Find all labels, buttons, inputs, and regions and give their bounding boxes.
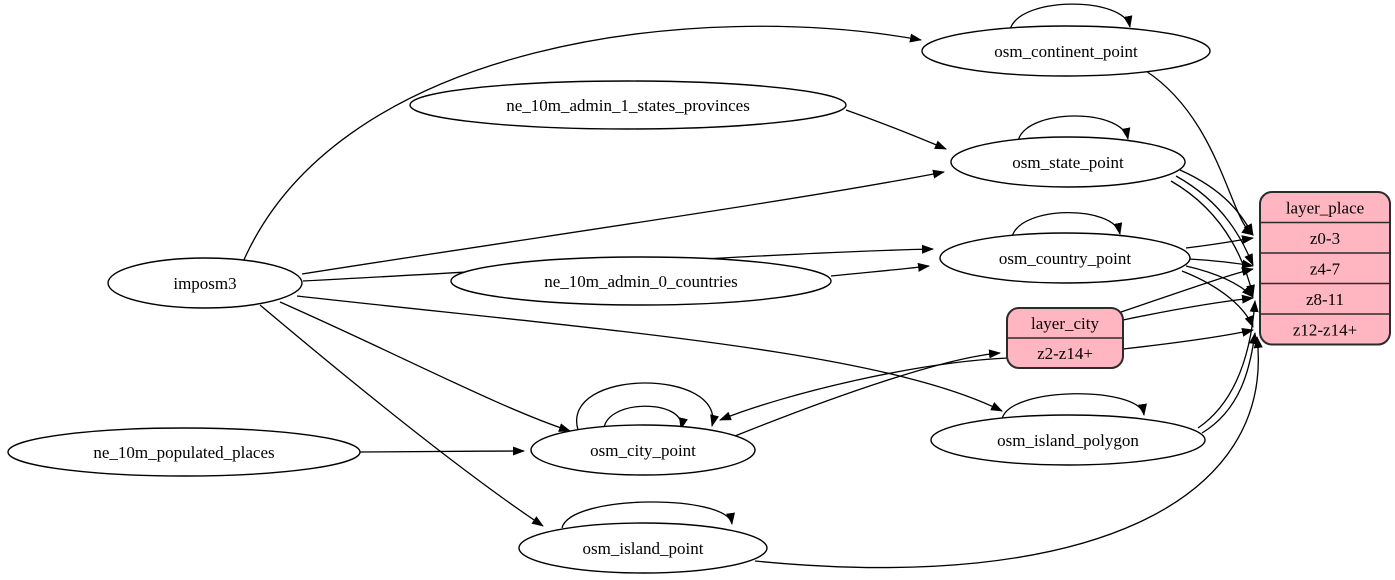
node-label-ne_10m_admin_1_states_provinces: ne_10m_admin_1_states_provinces <box>506 96 750 115</box>
edge-ne_10m_populated_places-to-osm_city_point <box>359 446 525 456</box>
edge-layer <box>242 3 1263 569</box>
record-row-layer_place-z0_3: z0-3 <box>1310 229 1340 248</box>
edge-osm_island_polygon-to-layer_place-z12_14 <box>1201 332 1258 434</box>
node-ne_10m_populated_places: ne_10m_populated_places <box>7 427 361 477</box>
edge-layer_city-to-layer_place-z8_11 <box>1122 294 1254 321</box>
node-label-osm_country_point: osm_country_point <box>999 249 1131 268</box>
record-layer_city: layer_city z2-z14+ <box>1006 307 1124 369</box>
node-shape-osm_continent_point <box>921 25 1211 77</box>
node-label-osm_city_point: osm_city_point <box>590 441 696 460</box>
edge-ne_10m_admin_1_states_provinces-to-osm_state_point <box>845 109 947 150</box>
edge-imposm3-to-osm_state_point <box>301 169 945 275</box>
edge-ne_10m_admin_0_countries-to-osm_country_point <box>830 262 930 277</box>
node-shape-ne_10m_populated_places <box>7 427 361 477</box>
edge-osm_city_point-to-layer_city-z2_14 <box>734 349 1001 437</box>
node-label-imposm3: imposm3 <box>173 274 236 293</box>
edge-layer_city-to-layer_place-z4_7 <box>1120 267 1254 313</box>
node-label-osm_island_polygon: osm_island_polygon <box>997 431 1139 450</box>
record-row-layer_place-z12_14: z12-z14+ <box>1293 320 1357 339</box>
node-shape-imposm3 <box>107 257 303 309</box>
node-shape-osm_country_point <box>939 232 1191 284</box>
edge-imposm3-to-osm_continent_point <box>242 25 922 263</box>
node-label-ne_10m_populated_places: ne_10m_populated_places <box>93 443 274 462</box>
edge-osm_island_polygon-to-osm_island_polygon <box>1001 393 1147 420</box>
node-shape-ne_10m_admin_1_states_provinces <box>409 80 847 130</box>
node-imposm3: imposm3 <box>107 257 303 309</box>
edge-osm_country_point-to-osm_country_point <box>1011 212 1123 238</box>
edge-osm_state_point-to-layer_place-z0_3 <box>1179 169 1254 236</box>
edge-osm_island_polygon-to-layer_place-z8_11 <box>1197 300 1259 429</box>
record-row-layer_place-z8_11: z8-11 <box>1306 290 1344 309</box>
node-ne_10m_admin_1_states_provinces: ne_10m_admin_1_states_provinces <box>409 80 847 130</box>
node-label-osm_state_point: osm_state_point <box>1012 153 1124 172</box>
edge-osm_continent_point-to-osm_continent_point <box>1009 3 1133 31</box>
edge-imposm3-to-osm_island_polygon <box>296 295 1003 412</box>
edge-osm_country_point-to-layer_place-z4_7 <box>1188 258 1254 269</box>
record-box-layer_place <box>1259 191 1391 346</box>
node-osm_island_point: osm_island_point <box>518 522 768 574</box>
record-row-layer_place-z4_7: z4-7 <box>1310 259 1341 278</box>
node-osm_country_point: osm_country_point <box>939 232 1191 284</box>
edge-osm_state_point-to-layer_place-z8_11 <box>1170 180 1255 297</box>
edge-osm_country_point-to-layer_place-z12_14 <box>1181 270 1254 328</box>
edge-osm_country_point-to-layer_place-z8_11 <box>1185 265 1254 298</box>
node-shape-ne_10m_admin_0_countries <box>450 256 832 306</box>
edge-osm_city_point-to-osm_city_point <box>603 405 688 434</box>
node-layer: imposm3 ne_10m_admin_1_states_provincesne… <box>7 25 1391 574</box>
node-osm_city_point: osm_city_point <box>530 424 756 476</box>
node-osm_state_point: osm_state_point <box>950 136 1186 188</box>
node-shape-osm_island_polygon <box>930 414 1206 466</box>
node-shape-osm_island_point <box>518 522 768 574</box>
edge-imposm3-to-osm_city_point <box>279 301 571 432</box>
edge-osm_state_point-to-layer_place-z4_7 <box>1175 175 1254 266</box>
node-osm_continent_point: osm_continent_point <box>921 25 1211 77</box>
node-label-ne_10m_admin_0_countries: ne_10m_admin_0_countries <box>544 272 738 291</box>
edge-imposm3-to-osm_island_point <box>259 304 544 527</box>
record-row-layer_city-header: layer_city <box>1031 314 1099 333</box>
edge-osm_city_point-to-osm_city_point <box>575 382 719 431</box>
node-label-osm_island_point: osm_island_point <box>583 539 704 558</box>
node-shape-osm_state_point <box>950 136 1186 188</box>
edge-osm_state_point-to-osm_state_point <box>1017 115 1131 142</box>
edge-layer_city-to-layer_place-z12_14 <box>1122 327 1254 350</box>
record-row-layer_place-header: layer_place <box>1286 198 1364 217</box>
node-osm_island_polygon: osm_island_polygon <box>930 414 1206 466</box>
edge-layer_city-to-osm_city_point <box>719 357 1009 421</box>
node-label-osm_continent_point: osm_continent_point <box>994 42 1138 61</box>
record-layer_place: layer_place z0-3 z4-7 z8-11 z12-z14+ <box>1259 191 1391 346</box>
edge-osm_island_point-to-layer_place-z12_14 <box>754 336 1263 569</box>
node-ne_10m_admin_0_countries: ne_10m_admin_0_countries <box>450 256 832 306</box>
edge-osm_island_point-to-osm_island_point <box>561 501 735 529</box>
edge-osm_country_point-to-layer_place-z0_3 <box>1185 235 1254 249</box>
node-shape-osm_city_point <box>530 424 756 476</box>
record-row-layer_city-z2_14: z2-z14+ <box>1037 344 1093 363</box>
